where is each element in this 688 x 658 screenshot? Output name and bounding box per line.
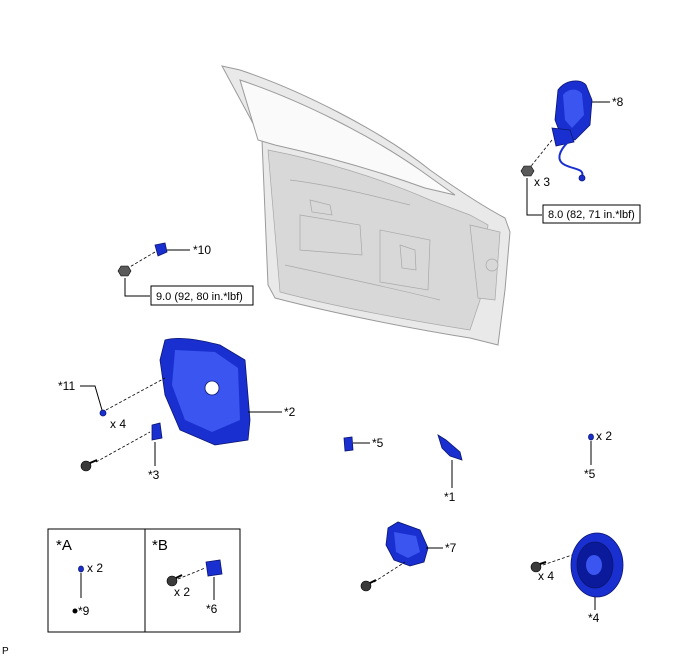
bracket-mount-line (127, 251, 156, 269)
torque-box-mirror (542, 204, 641, 224)
speaker-screw (530, 561, 547, 573)
bolt-mount-line (95, 431, 151, 463)
mirror-screw-qty: x 3 (534, 175, 550, 189)
bolt-3 (80, 459, 98, 472)
callout-4: *4 (588, 611, 600, 625)
torque-mirror: 8.0 (82, 71 in.*lbf) (548, 209, 635, 221)
door-assembly (221, 65, 511, 346)
clip-11 (99, 409, 107, 417)
mirror-mount-line (527, 139, 553, 171)
leader-11 (80, 385, 103, 411)
legend-a-qty: x 2 (87, 561, 103, 575)
callout-10: *10 (193, 243, 211, 257)
corner-mark: P (2, 646, 9, 657)
callout-6: *6 (206, 602, 218, 616)
callout-8: *8 (612, 95, 624, 109)
panel-clip-qty: x 4 (110, 417, 126, 431)
torque-bracket: 9.0 (92, 80 in.*lbf) (156, 291, 243, 303)
legend-b-part (205, 559, 223, 577)
tweeter-cover (437, 434, 463, 461)
callout-5b: *5 (584, 467, 596, 481)
legend-a-label: *A (56, 537, 72, 554)
callout-2: *2 (284, 405, 296, 419)
callout-3: *3 (148, 468, 160, 482)
callout-11: *11 (58, 379, 75, 393)
speaker (570, 532, 624, 598)
legend-b-label: *B (152, 537, 168, 554)
callout-1: *1 (444, 490, 456, 504)
legend-b-qty: x 2 (174, 585, 190, 599)
clip-mount-line (105, 377, 166, 411)
clip-5-center (343, 436, 354, 452)
clip-right-qty: x 2 (596, 429, 612, 443)
speaker-bracket-screw-line (373, 561, 406, 583)
leader-bracket-torque (124, 278, 150, 297)
legend-b-screw (166, 574, 183, 587)
clip-5-right (588, 433, 594, 441)
legend-box (47, 528, 241, 633)
callout-5a: *5 (372, 436, 384, 450)
leader-mirror-torque (526, 178, 542, 216)
legend-9-dot (72, 608, 78, 614)
legend-a-clip (78, 565, 84, 573)
speaker-bracket (385, 521, 429, 567)
speaker-screw-qty: x 4 (538, 569, 554, 583)
bracket-3 (151, 422, 163, 441)
bracket-10 (154, 242, 168, 257)
callout-7: *7 (445, 541, 457, 555)
bracket-nut (117, 265, 132, 277)
outside-mirror (551, 80, 593, 182)
speaker-screw-line (542, 554, 573, 566)
callout-9: *9 (78, 604, 90, 618)
speaker-bracket-screw (360, 579, 377, 592)
torque-box-bracket (150, 285, 254, 306)
mirror-nut (520, 165, 535, 177)
service-hole-cover (159, 337, 251, 446)
